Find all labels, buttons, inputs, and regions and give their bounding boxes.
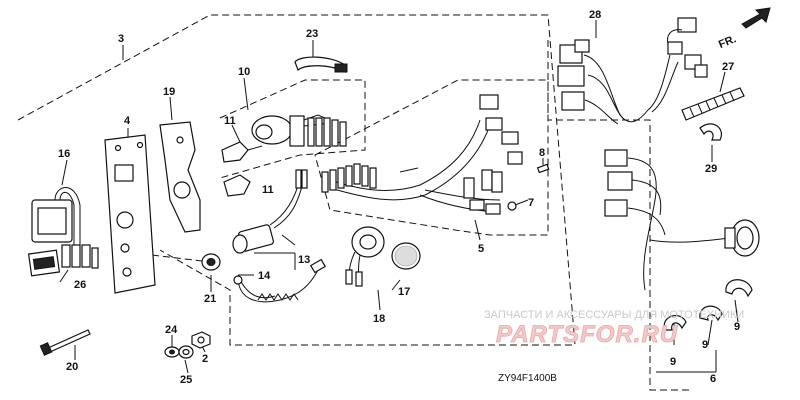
assembly-outline-6 [547, 40, 690, 391]
part-17-cover [391, 242, 421, 270]
callout-2: 2 [202, 353, 208, 365]
callout-9-left: 9 [670, 356, 676, 368]
part-27-tube [681, 87, 745, 121]
callout-18: 18 [373, 313, 385, 325]
callout-5: 5 [478, 243, 484, 255]
part-18-buzzer [345, 226, 385, 287]
part-19-bracket [159, 121, 201, 233]
callout-8: 8 [539, 147, 545, 159]
part-4-plate [104, 134, 156, 294]
callout-20: 20 [66, 361, 78, 373]
callout-3: 3 [118, 33, 124, 45]
part-2-nut [191, 331, 211, 349]
part-21-grommet [201, 253, 221, 271]
callout-28: 28 [589, 9, 601, 21]
assembly-outline-3 [17, 14, 576, 346]
part-29-clip [699, 123, 722, 141]
part-11-key-a [221, 141, 263, 163]
part-14-lanyard [233, 258, 327, 303]
diagram-code: ZY94F1400B [498, 373, 557, 384]
callout-10: 10 [238, 66, 250, 78]
part-6-harness [604, 149, 760, 291]
callout-29: 29 [705, 163, 717, 175]
part-25-washer [178, 345, 194, 359]
callout-23: 23 [306, 28, 318, 40]
callout-6: 6 [710, 373, 716, 385]
part-11-key-b [223, 174, 251, 197]
watermark-logo: PARTSFOR.RU [496, 321, 678, 348]
callout-9-right: 9 [734, 321, 740, 333]
callout-17: 17 [398, 286, 410, 298]
callout-27: 27 [722, 61, 734, 73]
subassembly-outline-5 [314, 79, 549, 236]
subassembly-outline-10 [219, 79, 366, 179]
part-23-clamp [294, 56, 348, 73]
part-26-decal [27, 249, 61, 277]
part-9-clips [663, 279, 753, 331]
direction-label: FR. [717, 33, 738, 51]
callout-9-middle: 9 [702, 339, 708, 351]
callout-26: 26 [74, 279, 86, 291]
part-20-screw [39, 329, 91, 356]
callout-24: 24 [165, 324, 178, 336]
callout-4: 4 [124, 115, 131, 127]
callout-25: 25 [180, 374, 192, 386]
callout-11-upper: 11 [224, 115, 236, 127]
part-24-washer [164, 346, 180, 358]
part-28-harness [557, 17, 708, 125]
callout-11-lower: 11 [262, 184, 274, 196]
leader-21 [151, 254, 211, 263]
callout-21: 21 [204, 293, 216, 305]
callout-14: 14 [258, 270, 271, 282]
front-direction-arrow [741, 7, 771, 29]
callout-13: 13 [298, 254, 310, 266]
leader-lines [59, 20, 739, 374]
part-7-screw [507, 201, 517, 211]
part-5-main-harness [321, 94, 523, 215]
part-16-switch-panel [31, 187, 99, 269]
callout-7: 7 [528, 197, 534, 209]
part-13-stop-switch [232, 169, 308, 254]
callout-16: 16 [58, 148, 70, 160]
callout-19: 19 [163, 86, 175, 98]
part-8-pin [536, 163, 550, 174]
part-10-ignition-switch [251, 114, 347, 147]
watermark-subtitle: ЗАПЧАСТИ И АКСЕССУАРЫ ДЛЯ МОТОТЕХНИКИ [484, 309, 744, 321]
